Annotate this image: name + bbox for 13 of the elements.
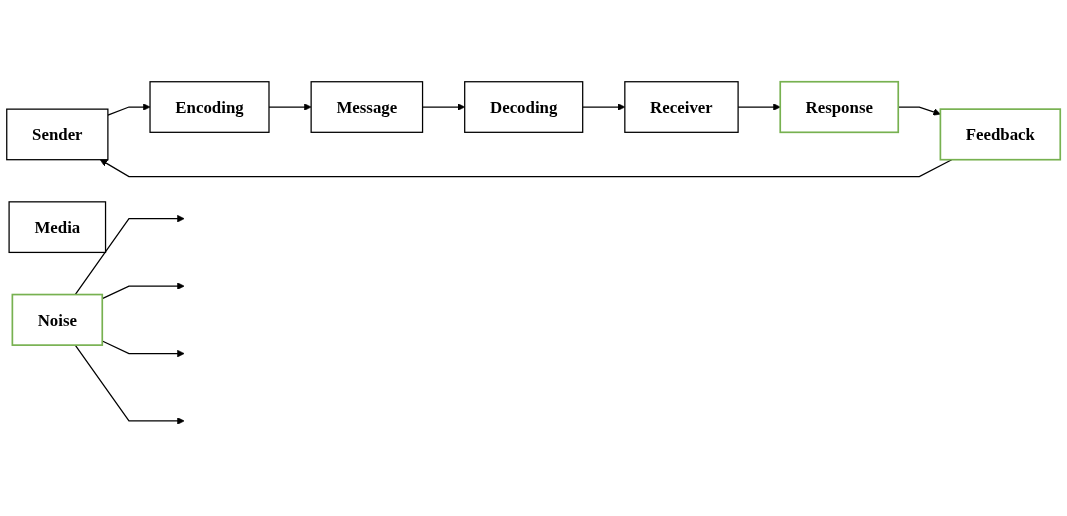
node-box: Response: [779, 81, 900, 134]
arrow: [74, 344, 185, 425]
arrow: [74, 215, 185, 296]
node-box: Media: [8, 201, 107, 254]
node-box: Receiver: [624, 81, 739, 134]
node-box: Message: [310, 81, 424, 134]
arrow: [268, 103, 312, 112]
node-box: Sender: [6, 108, 109, 161]
node-box: Encoding: [149, 81, 270, 134]
node-box: Noise: [11, 294, 104, 347]
node-box: Feedback: [939, 108, 1062, 161]
arrow: [107, 103, 151, 117]
node-box: Decoding: [464, 81, 584, 134]
